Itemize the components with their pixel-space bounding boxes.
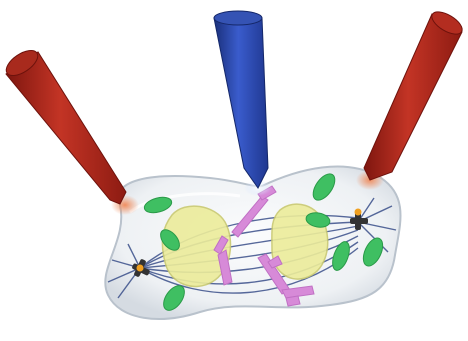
chromosome-7 (286, 296, 300, 306)
left-probe (2, 45, 126, 204)
right-probe (364, 7, 466, 180)
center-probe (214, 11, 268, 188)
